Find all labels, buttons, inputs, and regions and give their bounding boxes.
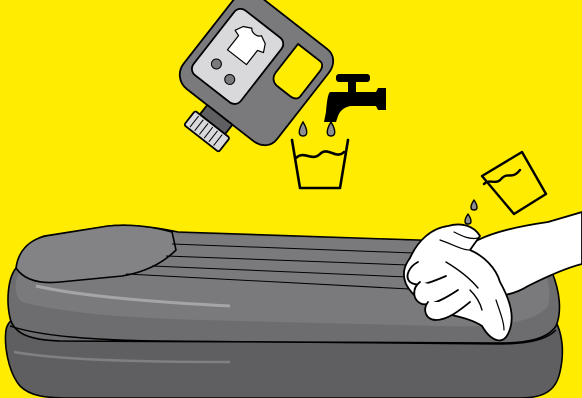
tap-stem [348, 80, 356, 94]
